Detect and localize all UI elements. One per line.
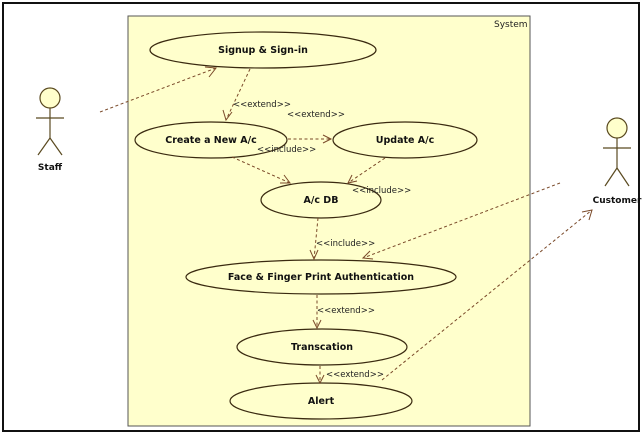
use-case-account-db[interactable]: A/c DB — [260, 181, 382, 219]
relation-transaction-alert-label: <<extend>> — [326, 370, 384, 380]
use-case-create-account-label: Create a New A/c — [165, 135, 256, 146]
use-case-update-account-label: Update A/c — [376, 135, 434, 146]
relation-transaction-alert — [315, 366, 325, 385]
actor-customer-label: Customer — [593, 196, 642, 206]
actor-staff[interactable]: Staff — [36, 87, 64, 173]
relation-create-update-label: <<extend>> — [287, 110, 345, 120]
relation-auth-transaction-label: <<extend>> — [317, 306, 375, 316]
actor-staff-label: Staff — [38, 163, 63, 173]
use-case-alert[interactable]: Alert — [229, 382, 413, 420]
relation-db-auth-label: <<include>> — [316, 239, 375, 249]
relation-update-db-label: <<include>> — [352, 186, 411, 196]
use-case-signup[interactable]: Signup & Sign-in — [149, 31, 377, 69]
use-case-account-db-label: A/c DB — [304, 195, 339, 206]
association-alert-customer — [381, 209, 593, 381]
use-case-signup-label: Signup & Sign-in — [218, 45, 308, 56]
use-case-authentication[interactable]: Face & Finger Print Authentication — [185, 259, 457, 295]
use-case-authentication-label: Face & Finger Print Authentication — [228, 272, 414, 283]
relation-create-db-label: <<include>> — [257, 145, 316, 155]
relation-signup-create — [222, 68, 251, 122]
use-case-alert-label: Alert — [308, 396, 335, 407]
actor-staff-head — [39, 87, 61, 109]
relation-create-update — [288, 134, 333, 144]
relation-update-db — [347, 157, 386, 184]
use-case-transaction-label: Transcation — [291, 342, 353, 353]
association-staff-signup — [99, 66, 217, 113]
use-case-create-account[interactable]: Create a New A/c — [134, 121, 288, 159]
actor-customer[interactable]: Customer — [593, 117, 642, 206]
system-label: System — [494, 20, 528, 30]
relation-auth-transaction — [312, 295, 322, 330]
relation-signup-create-label: <<extend>> — [233, 100, 291, 110]
relation-db-auth — [309, 217, 319, 261]
association-customer-auth — [361, 182, 561, 260]
use-case-transaction[interactable]: Transcation — [236, 328, 408, 366]
actor-customer-head — [606, 117, 628, 139]
use-case-update-account[interactable]: Update A/c — [332, 121, 478, 159]
relation-create-db — [231, 156, 291, 184]
